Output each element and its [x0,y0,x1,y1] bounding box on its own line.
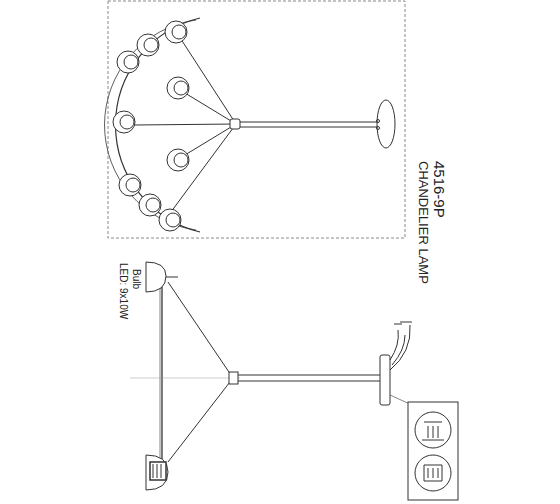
model-number: 4516-9P [432,160,447,219]
bulb-head [139,194,161,216]
spec-text: LED: 9x10W [118,262,128,320]
bulb-head [167,149,189,171]
bulb-head [117,51,139,73]
product-title: CHANDELIER LAMP [417,160,430,285]
top-view [105,18,395,232]
part-label: Bulb [131,268,141,290]
bulb-head [167,77,189,99]
side-view [130,262,458,500]
bulb-head [165,21,187,43]
bulb-head [159,209,181,231]
view-frame [108,1,405,238]
bulb-head [113,111,135,133]
bulb-head [137,34,159,56]
bulb-head [119,174,141,196]
